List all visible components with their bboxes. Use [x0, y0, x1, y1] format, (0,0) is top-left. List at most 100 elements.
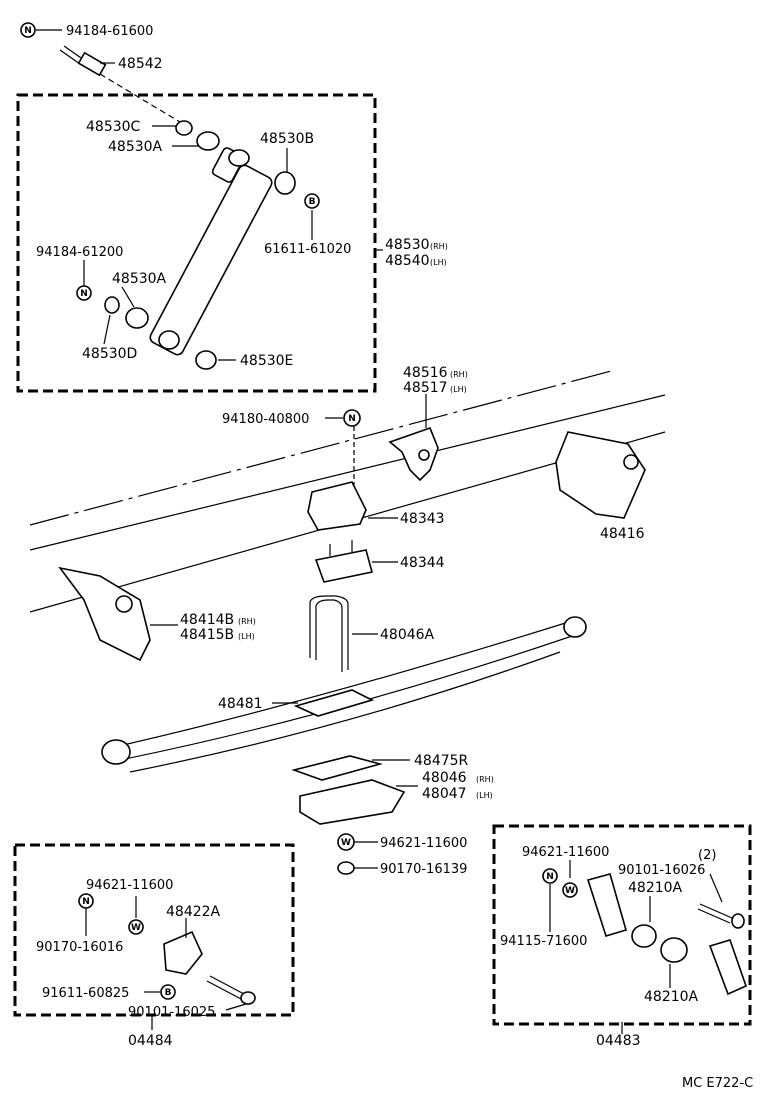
- bushing-48210A-bottom: [660, 937, 688, 963]
- bushing-48530A-mid: [125, 307, 149, 329]
- symbol-n-94184-61600: N: [20, 22, 36, 38]
- label-48530C: 48530C: [86, 119, 141, 135]
- group-04483-box: [492, 824, 752, 1026]
- symbol-text: B: [165, 988, 172, 998]
- seat-48046: [299, 779, 406, 825]
- label-94621-11600-center: 94621-11600: [380, 836, 467, 851]
- symbol-b-61611: B: [304, 193, 320, 209]
- group-label-04483: 04483: [596, 1033, 641, 1049]
- part-48422A: [163, 930, 203, 975]
- label-qty-2: (2): [698, 848, 716, 863]
- label-48542: 48542: [118, 56, 163, 72]
- symbol-text: B: [309, 197, 316, 207]
- bushing-48530E: [195, 350, 217, 370]
- bolt-90101-16025: [206, 975, 256, 1005]
- leader-lines: [36, 29, 723, 1034]
- shackle-plate-left: [586, 873, 627, 937]
- pad-48344: [314, 540, 373, 583]
- symbol-w-right: W: [562, 882, 578, 898]
- stud-bolt-48542: [59, 45, 181, 123]
- label-48530E: 48530E: [240, 353, 293, 369]
- label-94621-11600-right: 94621-11600: [522, 845, 609, 860]
- symbol-text: N: [348, 414, 356, 424]
- symbol-n-right: N: [542, 868, 558, 884]
- suffix-lh: (LH): [450, 385, 467, 394]
- suffix-lh: (LH): [476, 791, 493, 800]
- label-48414B: 48414B: [180, 612, 234, 628]
- bushing-48530A-top: [196, 131, 220, 151]
- suffix-lh: (LH): [238, 632, 255, 641]
- label-94184-61600: 94184-61600: [66, 24, 153, 39]
- label-48530A-mid: 48530A: [112, 271, 167, 287]
- label-90170-16139: 90170-16139: [380, 862, 467, 877]
- symbol-text: W: [131, 923, 141, 933]
- spring-hanger-48416: [555, 431, 646, 519]
- bracket-48516: [388, 426, 439, 482]
- label-48530: 48530: [385, 237, 430, 253]
- label-48210A-top: 48210A: [628, 880, 683, 896]
- plate-48475R: [291, 755, 384, 781]
- label-48344: 48344: [400, 555, 445, 571]
- label-48475R: 48475R: [414, 753, 469, 769]
- symbol-text: N: [546, 872, 554, 882]
- label-48046: 48046: [422, 770, 467, 786]
- label-90170-16016: 90170-16016: [36, 940, 123, 955]
- symbol-text: W: [341, 838, 351, 848]
- u-bolt-48046A: [309, 595, 349, 672]
- suffix-rh: (RH): [450, 370, 468, 379]
- label-48530B: 48530B: [260, 131, 314, 147]
- label-48047: 48047: [422, 786, 467, 802]
- group-04484-box: [13, 843, 295, 1017]
- spacer-48481: [293, 689, 375, 717]
- label-94621-11600-left: 94621-11600: [86, 878, 173, 893]
- symbol-n-left: N: [78, 893, 94, 909]
- label-48540: 48540: [385, 253, 430, 269]
- bushing-48530C: [175, 120, 193, 136]
- label-94180-40800: 94180-40800: [222, 412, 309, 427]
- nut-90170-16139-icon: [337, 861, 355, 875]
- symbol-text: N: [82, 897, 90, 907]
- shock-absorber-48530: [149, 147, 273, 356]
- symbol-b-left: B: [160, 984, 176, 1000]
- washer-48530D: [104, 296, 120, 314]
- symbol-text: N: [24, 26, 32, 36]
- label-94115-71600: 94115-71600: [500, 934, 587, 949]
- label-61611-61020: 61611-61020: [264, 242, 351, 257]
- label-48517: 48517: [403, 380, 448, 396]
- footer-code: MC E722-C: [682, 1076, 753, 1091]
- label-48343: 48343: [400, 511, 445, 527]
- bolt-90101-16026: [697, 903, 745, 929]
- suffix-lh: (LH): [430, 258, 447, 267]
- label-48210A-bottom: 48210A: [644, 989, 699, 1005]
- label-90101-16025: 90101-16025: [128, 1005, 215, 1020]
- symbol-w-left: W: [128, 919, 144, 935]
- label-48481: 48481: [218, 696, 263, 712]
- symbol-text: N: [80, 289, 88, 299]
- group-label-04484: 04484: [128, 1033, 173, 1049]
- suffix-rh: (RH): [476, 775, 494, 784]
- symbol-text: W: [565, 886, 575, 896]
- label-48416: 48416: [600, 526, 645, 542]
- label-48530A-top: 48530A: [108, 139, 163, 155]
- symbol-n-94180: N: [343, 409, 361, 427]
- label-48516: 48516: [403, 365, 448, 381]
- seat-48343: [307, 481, 367, 531]
- symbol-n-94184-61200: N: [76, 285, 92, 301]
- shackle-plate-right: [708, 939, 747, 996]
- bushing-48210A-top: [631, 924, 657, 948]
- symbol-w-center: W: [337, 833, 355, 851]
- label-91611-60825: 91611-60825: [42, 986, 129, 1001]
- label-48422A: 48422A: [166, 904, 221, 920]
- label-48046A: 48046A: [380, 627, 435, 643]
- suffix-rh: (RH): [238, 617, 256, 626]
- label-48415B: 48415B: [180, 627, 234, 643]
- label-48530D: 48530D: [82, 346, 137, 362]
- label-94184-61200: 94184-61200: [36, 245, 123, 260]
- bushing-48530B: [274, 171, 296, 195]
- shock-absorber-group-box: [16, 93, 377, 393]
- suffix-rh: (RH): [430, 242, 448, 251]
- spring-hanger-48414B: [58, 566, 151, 662]
- label-90101-16026: 90101-16026: [618, 863, 705, 878]
